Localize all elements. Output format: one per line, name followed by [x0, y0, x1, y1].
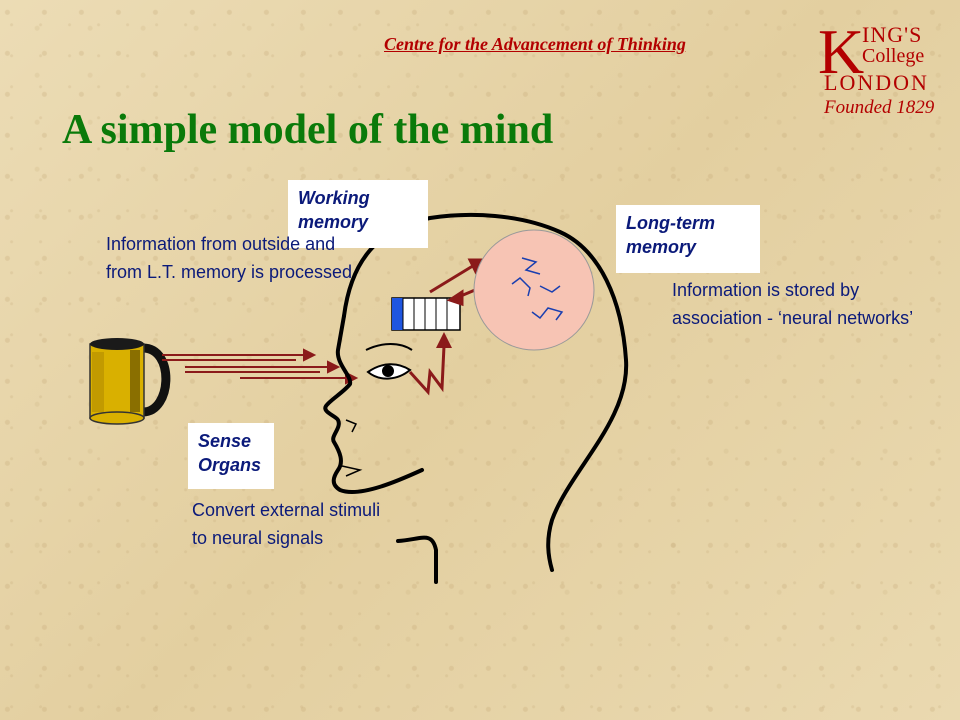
centre-link[interactable]: Centre for the Advancement of Thinking — [384, 34, 686, 54]
stimulus-arrows — [162, 348, 359, 385]
working-memory-description: Information from outside and from L.T. m… — [106, 234, 353, 282]
working-memory-label: Working memory — [288, 180, 428, 248]
logo-line4: Founded 1829 — [824, 97, 935, 118]
logo-k: K — [818, 16, 865, 87]
mouth-icon — [341, 465, 363, 477]
long-term-memory-blob — [473, 229, 595, 351]
memory-buffer-icon — [391, 297, 461, 331]
logo-line2: College — [862, 45, 925, 67]
neural-signal-arrow — [408, 345, 446, 396]
mug-icon — [89, 338, 171, 425]
sense-organs-label: Sense Organs — [188, 423, 274, 489]
eye-icon — [365, 343, 413, 380]
page-title: A simple model of the mind — [62, 107, 554, 153]
sense-organs-description: Convert external stimuli to neural signa… — [192, 500, 381, 548]
long-term-memory-description: Information is stored by association - ‘… — [672, 280, 914, 328]
logo-line3: LONDON — [824, 70, 929, 95]
logo-line1: ING'S — [862, 22, 923, 47]
nose-icon — [345, 419, 358, 433]
neural-signal-arrowhead — [436, 332, 452, 348]
long-term-memory-label: Long-term memory — [616, 205, 760, 273]
